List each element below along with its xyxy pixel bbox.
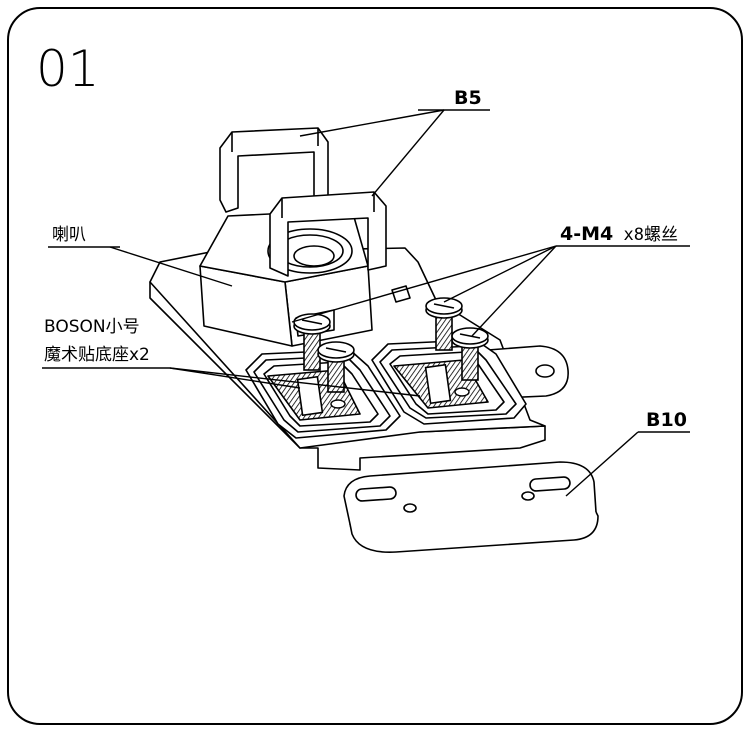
label-b5: B5 <box>454 87 482 109</box>
label-boson-line1: BOSON小号 <box>44 317 140 337</box>
screw <box>451 327 489 381</box>
label-screws: 4-M4 x8螺丝 <box>560 223 678 245</box>
screw <box>425 297 463 351</box>
plate-b10 <box>343 461 599 553</box>
label-boson-line2: 魔术贴底座x2 <box>44 345 150 365</box>
label-screws-spec: 4-M4 <box>560 223 613 245</box>
step-frame <box>7 7 743 725</box>
bracket-b5-front <box>269 191 387 277</box>
label-b10: B10 <box>646 409 687 431</box>
bracket-b5-back <box>219 127 329 213</box>
step-number: 01 <box>36 40 100 98</box>
label-screws-qty: x8螺丝 <box>613 225 678 245</box>
speaker-block <box>199 209 373 347</box>
screw <box>317 341 355 393</box>
leader-lines <box>42 109 690 497</box>
velcro-base-left <box>245 349 401 439</box>
screw <box>293 313 331 371</box>
label-speaker: 喇叭 <box>52 225 86 245</box>
screw-holes <box>330 387 470 409</box>
